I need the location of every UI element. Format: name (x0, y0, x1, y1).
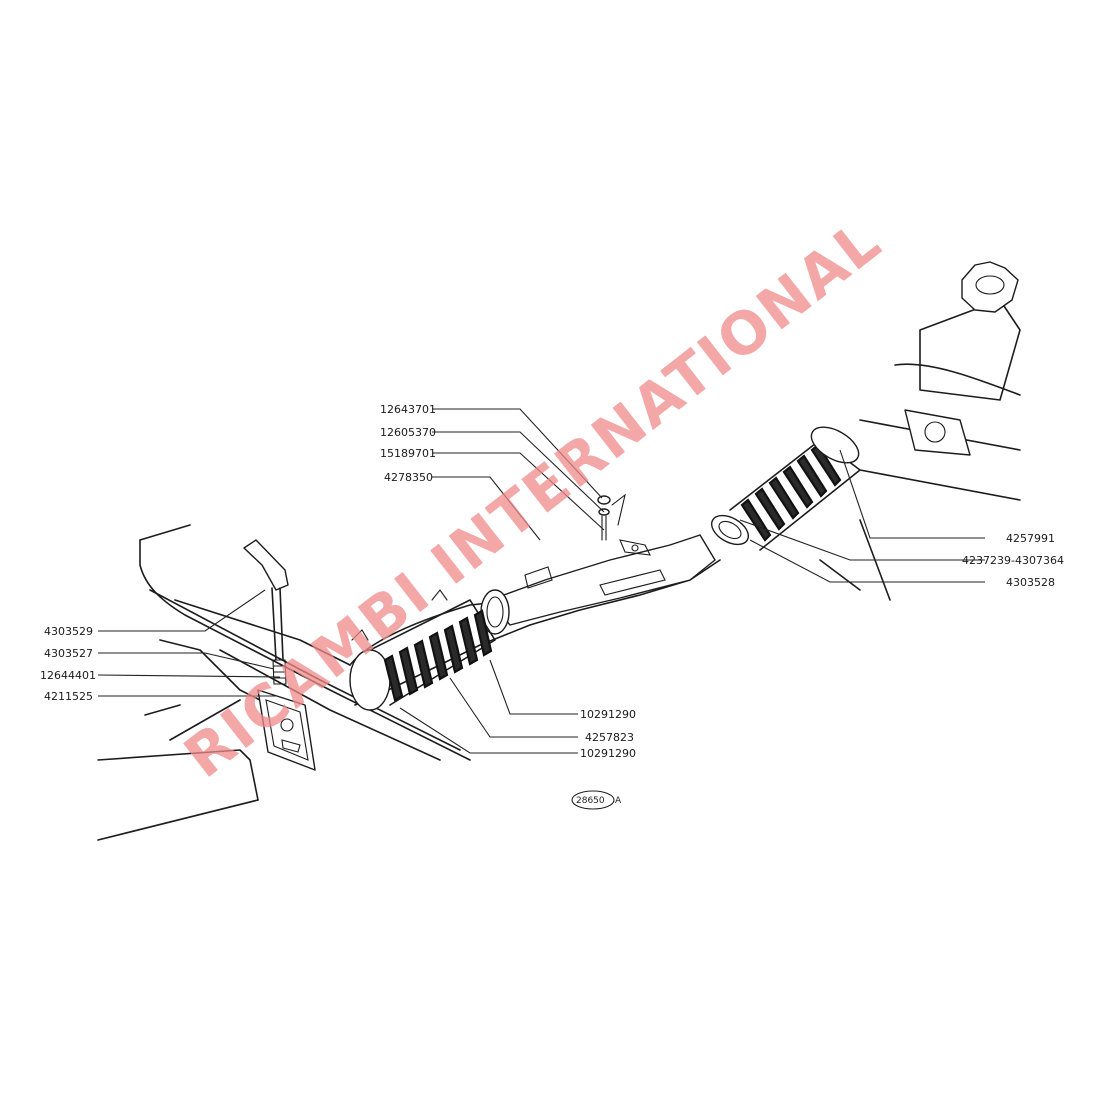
figure-code-number: 28650 (576, 796, 605, 806)
vent-pipe-assembly (243, 539, 289, 685)
labels-top: 12643701 12605370 15189701 4278350 (380, 403, 436, 484)
part-label-4303529: 4303529 (44, 625, 93, 638)
upper-bellows-hose (710, 426, 861, 551)
part-label-10291290-a: 10291290 (580, 708, 636, 721)
fuel-tank-cap (961, 261, 1019, 313)
part-label-4211525: 4211525 (44, 690, 93, 703)
part-label-12644401: 12644401 (40, 669, 96, 682)
part-label-4303528: 4303528 (1006, 576, 1055, 589)
part-label-4257823: 4257823 (585, 731, 634, 744)
part-label-10291290-b: 10291290 (580, 747, 636, 760)
part-label-15189701: 15189701 (380, 447, 436, 460)
filler-flap-assembly (257, 689, 316, 771)
part-label-4257991: 4257991 (1006, 532, 1055, 545)
car-body-left (97, 524, 471, 841)
lower-bellows-hose (349, 589, 496, 711)
labels-left: 4303529 4303527 12644401 4211525 (40, 625, 96, 703)
mounting-bolt-hardware (597, 493, 626, 541)
labels-bottom: 10291290 4257823 10291290 (580, 708, 636, 760)
part-label-4237239-4307364: 4237239-4307364 (962, 554, 1064, 567)
figure-code: 28650 A (571, 790, 622, 810)
fuel-tank (819, 299, 1021, 601)
labels-right: 4257991 4237239-4307364 4303528 (962, 532, 1064, 589)
part-label-12643701: 12643701 (380, 403, 436, 416)
leader-lines (97, 408, 985, 754)
part-label-4278350: 4278350 (384, 471, 433, 484)
part-label-12605370: 12605370 (380, 426, 436, 439)
part-label-4303527: 4303527 (44, 647, 93, 660)
figure-code-suffix: A (615, 796, 622, 806)
